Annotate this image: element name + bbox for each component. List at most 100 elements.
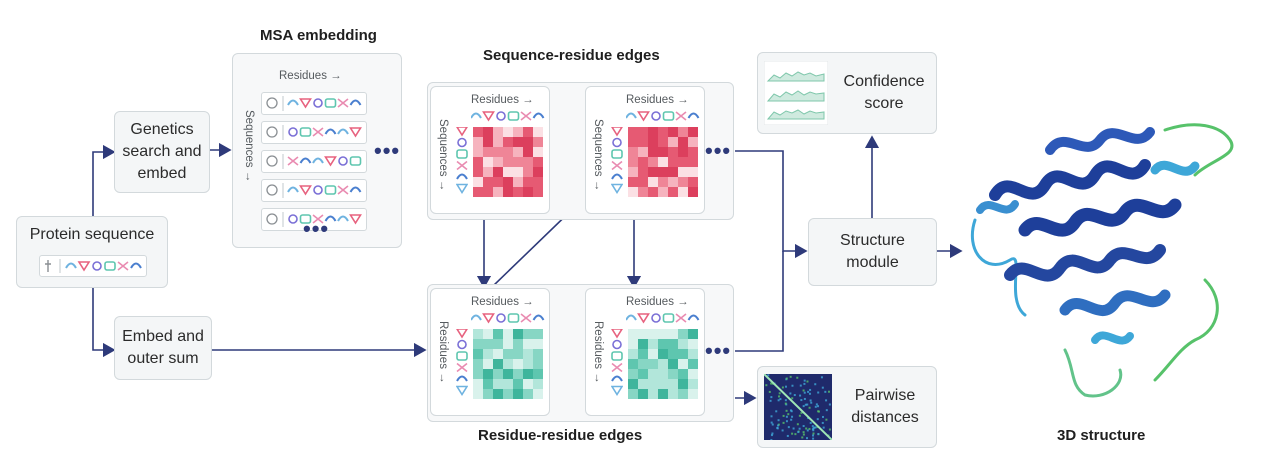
- residue-glyph: [471, 112, 482, 119]
- residue-glyph: [299, 185, 312, 196]
- distance-map-point: [791, 397, 794, 400]
- heatmap-cell: [483, 167, 493, 177]
- heatmap-cell: [678, 127, 688, 137]
- heatmap-cell: [523, 167, 533, 177]
- residue-glyph: [637, 111, 650, 122]
- residue-glyph: [651, 313, 661, 323]
- heatmap-cell: [523, 127, 533, 137]
- residue-glyph: [313, 185, 323, 195]
- heatmap-cell: [688, 137, 698, 147]
- residue-glyph: [532, 314, 545, 321]
- residue-glyph: [651, 111, 661, 121]
- heatmap-cell: [523, 349, 533, 359]
- residue-glyph: [611, 375, 623, 382]
- residue-glyph: [299, 157, 312, 164]
- sequence-strip: [39, 255, 147, 277]
- heatmap-cell: [638, 167, 648, 177]
- distance-map-point: [785, 415, 788, 418]
- distance-map-point: [815, 403, 818, 406]
- heatmap-cell: [628, 187, 638, 197]
- distance-map-point: [770, 439, 773, 440]
- residue-glyph: [687, 112, 700, 119]
- residue-glyph: [662, 313, 675, 323]
- heatmap-cell: [503, 137, 513, 147]
- heatmap-cell: [638, 127, 648, 137]
- arrow-protein-to-embed: [92, 288, 116, 358]
- heatmap-cell: [638, 157, 648, 167]
- heatmap-cell: [648, 349, 658, 359]
- residue-glyph: [324, 185, 337, 195]
- distance-map-point: [789, 375, 792, 378]
- residue-residue-title: Residue-residue edges: [478, 427, 643, 444]
- heatmap-cell: [483, 349, 493, 359]
- heatmap-cell: [688, 339, 698, 349]
- residue-glyph: [611, 351, 623, 361]
- heatmap-cell: [503, 329, 513, 339]
- residues-axis-label-vertical: Residues →: [592, 321, 604, 384]
- residue-glyph: [611, 362, 623, 373]
- residues-axis-label: Residues →: [471, 296, 534, 308]
- heatmap-cell: [493, 157, 503, 167]
- heatmap-cell: [668, 187, 678, 197]
- heatmap-cell: [473, 369, 483, 379]
- heatmap-cell: [648, 147, 658, 157]
- heatmap-cell: [523, 329, 533, 339]
- heatmap-cell: [483, 369, 493, 379]
- residue-glyph: [337, 215, 349, 222]
- residue-glyph: [675, 313, 687, 323]
- distance-map-point: [789, 392, 792, 395]
- organism-icon: [266, 213, 278, 225]
- distance-map-point: [814, 426, 817, 429]
- distance-map-point: [802, 389, 805, 392]
- heatmap-cell: [513, 187, 523, 197]
- heatmap-cell: [678, 349, 688, 359]
- residue-glyph: [611, 127, 623, 137]
- distance-map-point: [803, 382, 806, 385]
- heatmap-cell: [493, 147, 503, 157]
- heatmap-cell: [628, 137, 638, 147]
- distance-map-point: [786, 434, 789, 437]
- heatmap-cell: [678, 147, 688, 157]
- heatmap-cell: [493, 137, 503, 147]
- residue-glyph: [337, 185, 349, 195]
- heatmap-cell: [668, 127, 678, 137]
- distance-map-point: [807, 390, 810, 393]
- heatmap-cell: [648, 167, 658, 177]
- residue-glyph: [337, 98, 349, 108]
- residue-glyph: [457, 339, 467, 350]
- distance-map-point: [770, 415, 773, 418]
- heatmap-cell: [668, 177, 678, 187]
- heatmap-cell: [678, 137, 688, 147]
- heatmap-cell: [628, 359, 638, 369]
- heatmap-cell: [533, 389, 543, 399]
- heatmap-cell: [503, 127, 513, 137]
- residue-glyph: [456, 329, 468, 339]
- msa-row: [261, 150, 367, 173]
- heatmap-cell: [668, 389, 678, 399]
- heatmap-cell: [503, 369, 513, 379]
- residue-glyph-icon: [266, 212, 362, 227]
- residue-glyph: [520, 313, 532, 323]
- heatmap-cell: [668, 147, 678, 157]
- heatmap-cell: [688, 329, 698, 339]
- distance-map-point: [767, 374, 770, 377]
- residue-glyph-icon: [266, 125, 362, 140]
- heatmap-cell: [483, 379, 493, 389]
- distance-map-point: [812, 429, 815, 432]
- distance-map-point: [806, 403, 809, 406]
- msa-continue-ellipsis: •••: [374, 138, 401, 163]
- heatmap-cell: [648, 157, 658, 167]
- residue-glyph: [611, 173, 623, 180]
- heatmap-cell: [648, 329, 658, 339]
- heatmap-cell: [513, 379, 523, 389]
- distance-map-icon: [764, 374, 832, 440]
- distance-map-point: [787, 413, 790, 416]
- distance-map-point: [809, 388, 812, 391]
- heatmap-cell: [678, 177, 688, 187]
- heatmap-cell: [473, 329, 483, 339]
- heatmap-cell: [678, 379, 688, 389]
- residue-glyph: [662, 111, 675, 121]
- heatmap-cell: [503, 177, 513, 187]
- residue-glyph: [675, 111, 687, 121]
- heatmap-cell: [628, 369, 638, 379]
